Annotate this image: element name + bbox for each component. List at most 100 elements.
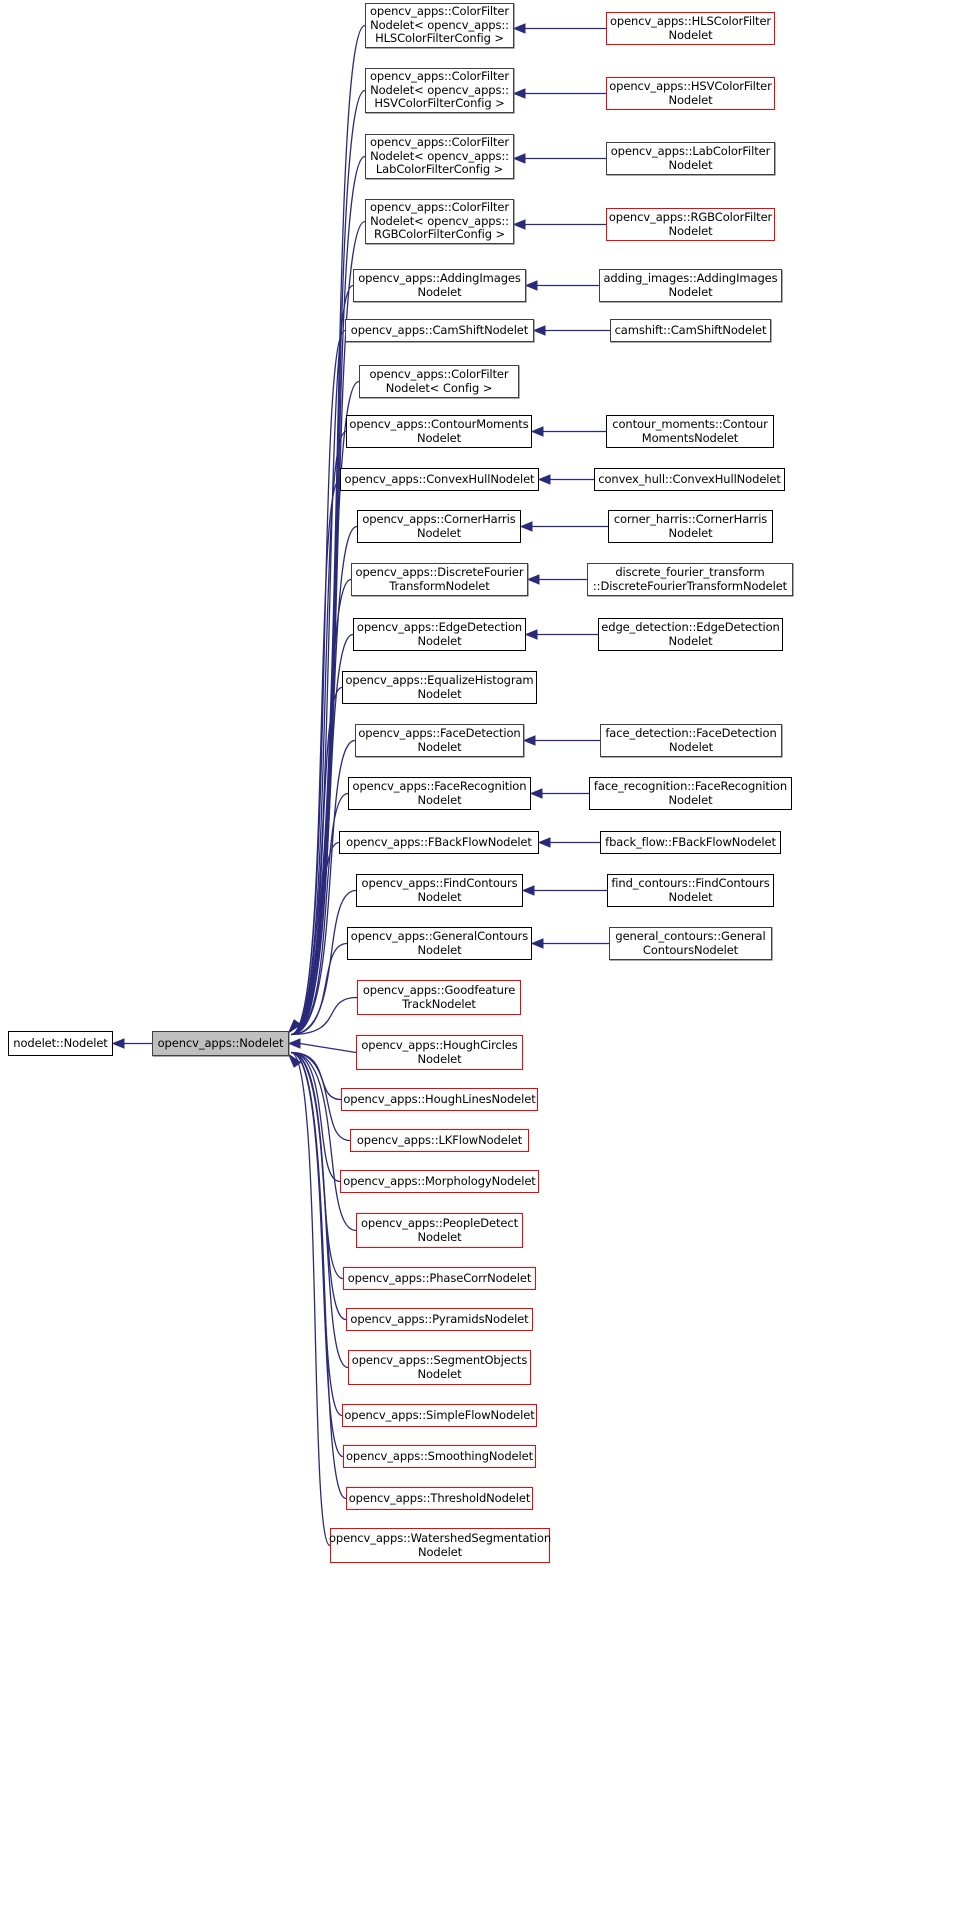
class-box-opencv-apps-convexhullnodelet[interactable]: opencv_apps::ConvexHullNodelet xyxy=(340,468,539,491)
class-box-opencv-apps-facedetection-nodelet[interactable]: opencv_apps::FaceDetection Nodelet xyxy=(355,724,524,757)
class-box-opencv-apps-camshiftnodelet[interactable]: opencv_apps::CamShiftNodelet xyxy=(345,319,534,342)
edge-curve xyxy=(290,1051,347,1500)
class-box-opencv-apps-segmentobjects-nodelet[interactable]: opencv_apps::SegmentObjects Nodelet xyxy=(348,1350,531,1385)
class-box-opencv-apps-hsvcolorfilter-nodelet[interactable]: opencv_apps::HSVColorFilter Nodelet xyxy=(606,77,775,110)
arrowhead xyxy=(521,885,535,896)
class-box-opencv-apps-goodfeature-tracknodelet[interactable]: opencv_apps::Goodfeature TrackNodelet xyxy=(357,980,521,1015)
class-box-face-detection-facedetection-nodelet[interactable]: face_detection::FaceDetection Nodelet xyxy=(600,724,782,757)
arrowhead xyxy=(288,1053,301,1068)
class-box-edge-detection-edgedetection-nodelet[interactable]: edge_detection::EdgeDetection Nodelet xyxy=(598,618,783,651)
class-box-opencv-apps-colorfilter-nodelet-opencv-apps-rgbcolorfilterco[interactable]: opencv_apps::ColorFilter Nodelet< opencv… xyxy=(365,199,514,244)
class-box-adding-images-addingimages-nodelet[interactable]: adding_images::AddingImages Nodelet xyxy=(599,269,782,302)
node-label: fback_flow::FBackFlowNodelet xyxy=(605,834,776,849)
edge-curve xyxy=(290,430,347,1036)
arrowhead xyxy=(288,1053,301,1068)
edge-curve xyxy=(290,1051,344,1280)
class-box-convex-hull-convexhullnodelet[interactable]: convex_hull::ConvexHullNodelet xyxy=(594,468,785,491)
class-box-fback-flow-fbackflownodelet[interactable]: fback_flow::FBackFlowNodelet xyxy=(600,831,781,854)
arrowhead xyxy=(519,521,533,532)
class-box-opencv-apps-morphologynodelet[interactable]: opencv_apps::MorphologyNodelet xyxy=(340,1170,539,1193)
arrowhead xyxy=(530,938,544,949)
edge-curve xyxy=(290,996,358,1036)
class-box-opencv-apps-simpleflownodelet[interactable]: opencv_apps::SimpleFlowNodelet xyxy=(342,1404,537,1427)
arrowhead xyxy=(288,1053,301,1068)
arrowhead xyxy=(288,1053,301,1068)
class-box-opencv-apps-colorfilter-nodelet-config[interactable]: opencv_apps::ColorFilter Nodelet< Config… xyxy=(359,365,519,398)
class-box-opencv-apps-discretefourier-transformnodelet[interactable]: opencv_apps::DiscreteFourier TransformNo… xyxy=(351,563,528,596)
node-label: convex_hull::ConvexHullNodelet xyxy=(598,471,781,486)
arrowhead xyxy=(288,1019,301,1034)
arrowhead xyxy=(288,1019,301,1034)
arrowhead xyxy=(288,1019,301,1034)
arrowhead xyxy=(288,1053,301,1068)
class-box-opencv-apps-addingimages-nodelet[interactable]: opencv_apps::AddingImages Nodelet xyxy=(353,269,526,302)
arrowhead xyxy=(537,837,551,848)
arrowhead xyxy=(522,735,536,746)
class-box-opencv-apps-phasecorrnodelet[interactable]: opencv_apps::PhaseCorrNodelet xyxy=(343,1267,536,1290)
node-label: opencv_apps::SimpleFlowNodelet xyxy=(344,1407,535,1422)
node-label: opencv_apps::MorphologyNodelet xyxy=(343,1173,536,1188)
edge-curve xyxy=(290,686,343,1036)
node-label: opencv_apps::FBackFlowNodelet xyxy=(346,834,532,849)
edge-curve xyxy=(290,792,349,1036)
arrowhead xyxy=(288,1019,301,1034)
node-label: find_contours::FindContours Nodelet xyxy=(611,876,770,904)
class-box-opencv-apps-edgedetection-nodelet[interactable]: opencv_apps::EdgeDetection Nodelet xyxy=(353,618,526,651)
class-box-opencv-apps-cornerharris-nodelet[interactable]: opencv_apps::CornerHarris Nodelet xyxy=(357,510,521,543)
class-box-opencv-apps-generalcontours-nodelet[interactable]: opencv_apps::GeneralContours Nodelet xyxy=(347,927,532,960)
node-label: nodelet::Nodelet xyxy=(13,1035,108,1050)
class-box-face-recognition-facerecognition-nodelet[interactable]: face_recognition::FaceRecognition Nodele… xyxy=(589,777,792,810)
node-label: general_contours::General ContoursNodele… xyxy=(615,929,766,957)
class-box-camshift-camshiftnodelet[interactable]: camshift::CamShiftNodelet xyxy=(610,319,771,342)
node-label: opencv_apps::DiscreteFourier TransformNo… xyxy=(355,565,524,593)
node-label: opencv_apps::SmoothingNodelet xyxy=(346,1448,534,1463)
class-box-opencv-apps-colorfilter-nodelet-opencv-apps-hsvcolorfilterco[interactable]: opencv_apps::ColorFilter Nodelet< opencv… xyxy=(365,68,514,113)
class-box-opencv-apps-equalizehistogram-nodelet[interactable]: opencv_apps::EqualizeHistogram Nodelet xyxy=(342,671,537,704)
arrowhead xyxy=(288,1019,301,1034)
arrowhead xyxy=(524,629,538,640)
class-box-opencv-apps-contourmoments-nodelet[interactable]: opencv_apps::ContourMoments Nodelet xyxy=(346,415,532,448)
class-box-opencv-apps-watershedsegmentation-nodelet[interactable]: opencv_apps::WatershedSegmentation Nodel… xyxy=(329,1528,551,1563)
arrowhead xyxy=(288,1019,301,1034)
class-box-opencv-apps-houghcircles-nodelet[interactable]: opencv_apps::HoughCircles Nodelet xyxy=(356,1035,523,1070)
class-box-opencv-apps-houghlinesnodelet[interactable]: opencv_apps::HoughLinesNodelet xyxy=(341,1088,538,1111)
class-box-opencv-apps-fbackflownodelet[interactable]: opencv_apps::FBackFlowNodelet xyxy=(339,831,539,854)
edge-curve xyxy=(290,1051,344,1458)
arrowhead xyxy=(287,1038,301,1049)
node-label: opencv_apps::PeopleDetect Nodelet xyxy=(360,1216,519,1244)
class-box-opencv-apps-facerecognition-nodelet[interactable]: opencv_apps::FaceRecognition Nodelet xyxy=(348,777,531,810)
class-box-opencv-apps-lkflownodelet[interactable]: opencv_apps::LKFlowNodelet xyxy=(350,1129,529,1152)
class-box-opencv-apps-thresholdnodelet[interactable]: opencv_apps::ThresholdNodelet xyxy=(346,1487,533,1510)
arrowhead xyxy=(288,1019,301,1034)
class-box-opencv-apps-rgbcolorfilter-nodelet[interactable]: opencv_apps::RGBColorFilter Nodelet xyxy=(606,208,775,241)
edge-curve xyxy=(290,578,352,1036)
node-label: face_detection::FaceDetection Nodelet xyxy=(605,726,777,754)
class-box-opencv-apps-hlscolorfilter-nodelet[interactable]: opencv_apps::HLSColorFilter Nodelet xyxy=(606,12,775,45)
class-box-opencv-apps-findcontours-nodelet[interactable]: opencv_apps::FindContours Nodelet xyxy=(356,874,523,907)
class-box-opencv-apps-smoothingnodelet[interactable]: opencv_apps::SmoothingNodelet xyxy=(343,1445,536,1468)
class-box-opencv-apps-labcolorfilter-nodelet[interactable]: opencv_apps::LabColorFilter Nodelet xyxy=(606,142,775,175)
arrowhead xyxy=(288,1019,301,1034)
node-label: opencv_apps::ColorFilter Nodelet< opencv… xyxy=(369,69,510,111)
class-box-root-opencv-apps-nodelet[interactable]: opencv_apps::Nodelet xyxy=(152,1031,289,1056)
node-label: opencv_apps::CamShiftNodelet xyxy=(350,322,529,337)
edge-curve xyxy=(290,24,366,1036)
class-box-nodelet-nodelet[interactable]: nodelet::Nodelet xyxy=(8,1031,113,1056)
class-box-contour-moments-contour-momentsnodelet[interactable]: contour_moments::Contour MomentsNodelet xyxy=(606,415,774,448)
class-box-opencv-apps-peopledetect-nodelet[interactable]: opencv_apps::PeopleDetect Nodelet xyxy=(356,1213,523,1248)
edge-curve xyxy=(290,1051,357,1232)
class-box-find-contours-findcontours-nodelet[interactable]: find_contours::FindContours Nodelet xyxy=(607,874,774,907)
class-box-corner-harris-cornerharris-nodelet[interactable]: corner_harris::CornerHarris Nodelet xyxy=(608,510,773,543)
class-box-opencv-apps-pyramidsnodelet[interactable]: opencv_apps::PyramidsNodelet xyxy=(346,1308,533,1331)
arrowhead xyxy=(532,325,546,336)
class-box-discrete-fourier-transform-discretefouriertransformnodelet[interactable]: discrete_fourier_transform ::DiscreteFou… xyxy=(587,563,793,596)
node-label: opencv_apps::EqualizeHistogram Nodelet xyxy=(345,673,534,701)
arrowhead xyxy=(529,788,543,799)
edge-curve xyxy=(290,1051,341,1183)
class-box-opencv-apps-colorfilter-nodelet-opencv-apps-hlscolorfilterco[interactable]: opencv_apps::ColorFilter Nodelet< opencv… xyxy=(365,3,514,48)
edge-curve xyxy=(290,1051,349,1369)
class-box-opencv-apps-colorfilter-nodelet-opencv-apps-labcolorfilterco[interactable]: opencv_apps::ColorFilter Nodelet< opencv… xyxy=(365,134,514,179)
class-box-general-contours-general-contoursnodelet[interactable]: general_contours::General ContoursNodele… xyxy=(609,927,772,960)
edge-curve xyxy=(290,1051,331,1547)
arrowhead xyxy=(288,1053,301,1068)
